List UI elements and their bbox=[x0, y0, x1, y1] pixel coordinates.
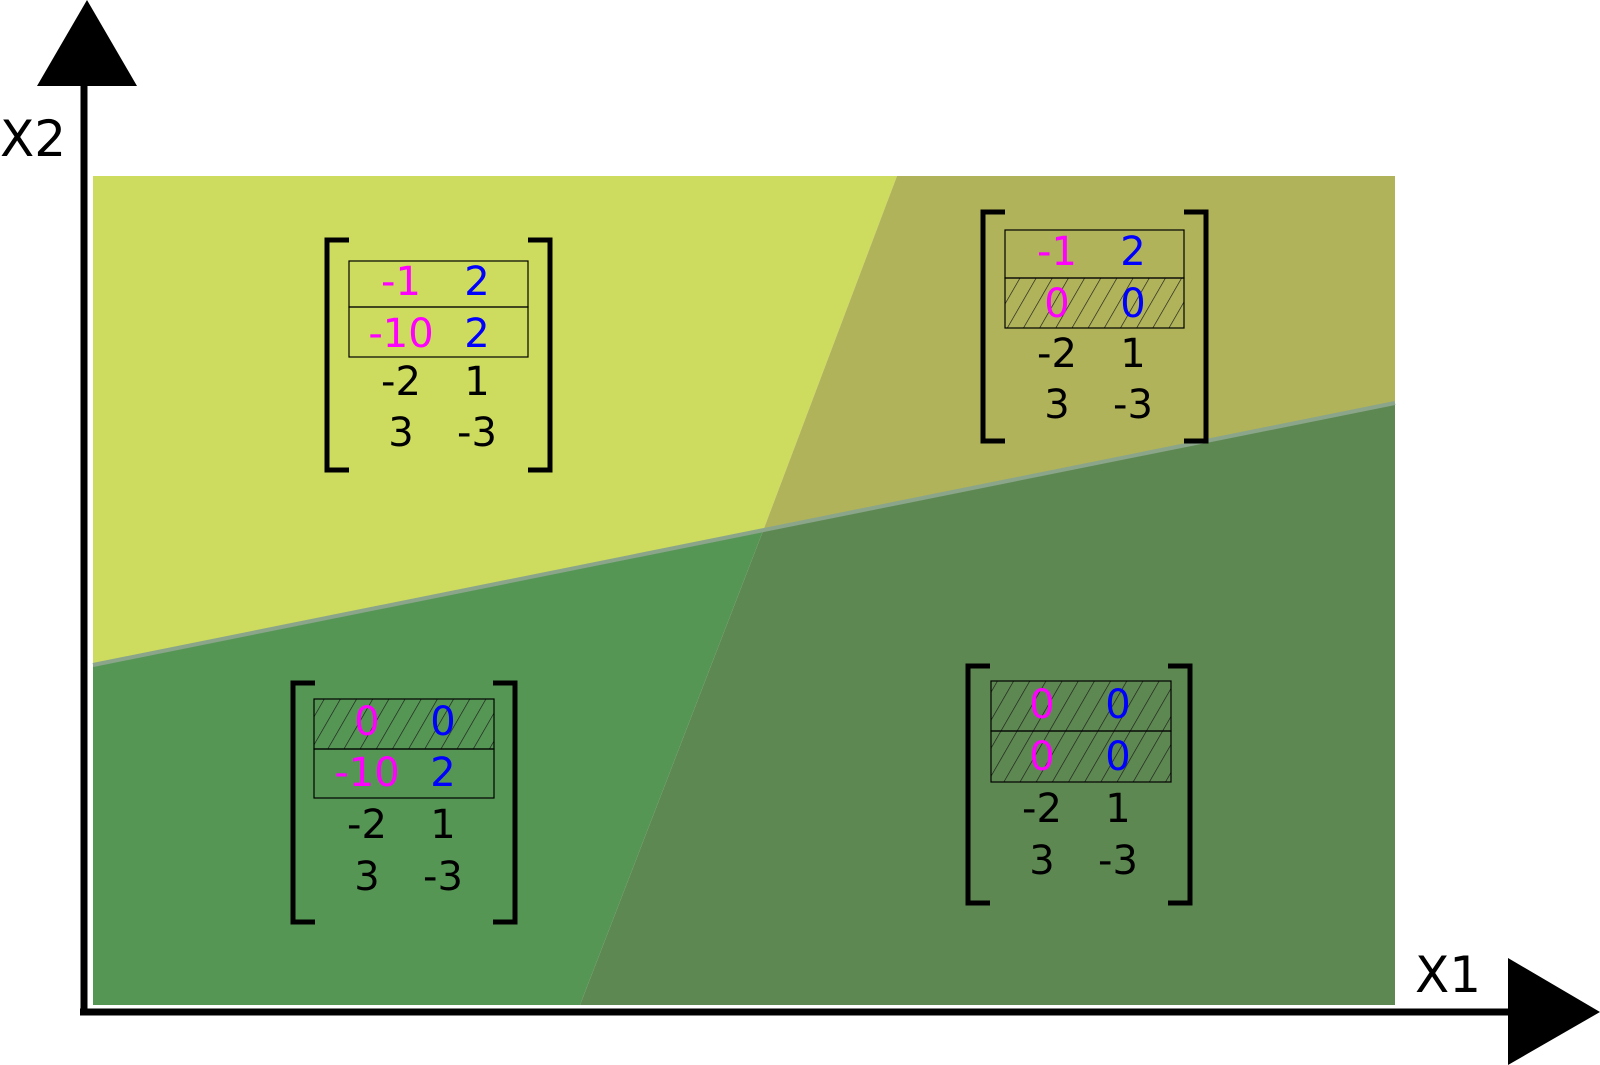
x-axis-arrowhead bbox=[1508, 958, 1600, 1065]
matrix-cell: -2 bbox=[1022, 786, 1062, 832]
region-top-right bbox=[763, 176, 1395, 531]
matrix-cell: 1 bbox=[1120, 331, 1145, 377]
matrix-cell: 0 bbox=[1105, 682, 1130, 728]
matrix-bottom-left: 0 0 -10 2 -2 1 3 -3 bbox=[290, 680, 518, 925]
right-bracket bbox=[1184, 209, 1209, 444]
matrix-cell: 3 bbox=[388, 410, 413, 456]
matrix-cell: 1 bbox=[430, 802, 455, 848]
region-bottom-left bbox=[93, 531, 763, 1005]
matrix-cell: 2 bbox=[430, 750, 455, 796]
matrix-bottom-right: 0 0 0 0 -2 1 3 -3 bbox=[965, 663, 1193, 906]
decision-boundary-line bbox=[92, 401, 1396, 667]
left-bracket bbox=[324, 237, 349, 473]
matrix-cell: 0 bbox=[1044, 281, 1069, 327]
matrix-cell: 2 bbox=[464, 259, 489, 305]
matrix-cell: 3 bbox=[354, 854, 379, 900]
matrix-cell: -1 bbox=[381, 259, 421, 305]
matrix-top-left: -1 2 -10 2 -2 1 3 -3 bbox=[324, 237, 553, 473]
matrix-cell: 2 bbox=[464, 311, 489, 357]
matrix-cell: -2 bbox=[381, 359, 421, 405]
left-bracket bbox=[965, 663, 990, 906]
matrix-cell: -3 bbox=[1113, 382, 1153, 428]
y-axis-arrowhead bbox=[37, 0, 137, 86]
matrix-cell: 0 bbox=[1029, 734, 1054, 780]
matrix-cell: -2 bbox=[347, 802, 387, 848]
y-axis-label: X2 bbox=[0, 110, 66, 168]
matrix-cell: 0 bbox=[1105, 734, 1130, 780]
hatched-row-box bbox=[990, 680, 1172, 732]
matrix-cell: 0 bbox=[354, 699, 379, 745]
matrix-cell: -1 bbox=[1037, 229, 1077, 275]
matrix-cell: 3 bbox=[1029, 838, 1054, 884]
row-box bbox=[348, 306, 529, 358]
matrix-cell: -3 bbox=[1098, 838, 1138, 884]
matrix-cell: -10 bbox=[334, 750, 399, 796]
left-bracket bbox=[980, 209, 1005, 444]
matrix-cell: -2 bbox=[1037, 331, 1077, 377]
left-bracket bbox=[290, 680, 315, 925]
matrix-cell: 2 bbox=[1120, 229, 1145, 275]
matrix-cell: 1 bbox=[464, 359, 489, 405]
matrix-cell: -3 bbox=[457, 410, 497, 456]
hatched-row-box bbox=[990, 730, 1172, 783]
right-bracket bbox=[528, 237, 553, 473]
matrix-cell: 3 bbox=[1044, 382, 1069, 428]
matrix-cell: 1 bbox=[1105, 786, 1130, 832]
right-bracket bbox=[1168, 663, 1193, 906]
matrix-cell: 0 bbox=[430, 699, 455, 745]
hatched-row-box bbox=[1004, 277, 1185, 329]
row-box bbox=[313, 748, 495, 799]
matrix-cell: -10 bbox=[368, 311, 433, 357]
hatched-row-box bbox=[313, 698, 495, 750]
matrix-cell: 0 bbox=[1120, 281, 1145, 327]
matrix-cell: -3 bbox=[423, 854, 463, 900]
right-bracket bbox=[493, 680, 518, 925]
x-axis-label: X1 bbox=[1415, 946, 1481, 1004]
matrix-cell: 0 bbox=[1029, 682, 1054, 728]
